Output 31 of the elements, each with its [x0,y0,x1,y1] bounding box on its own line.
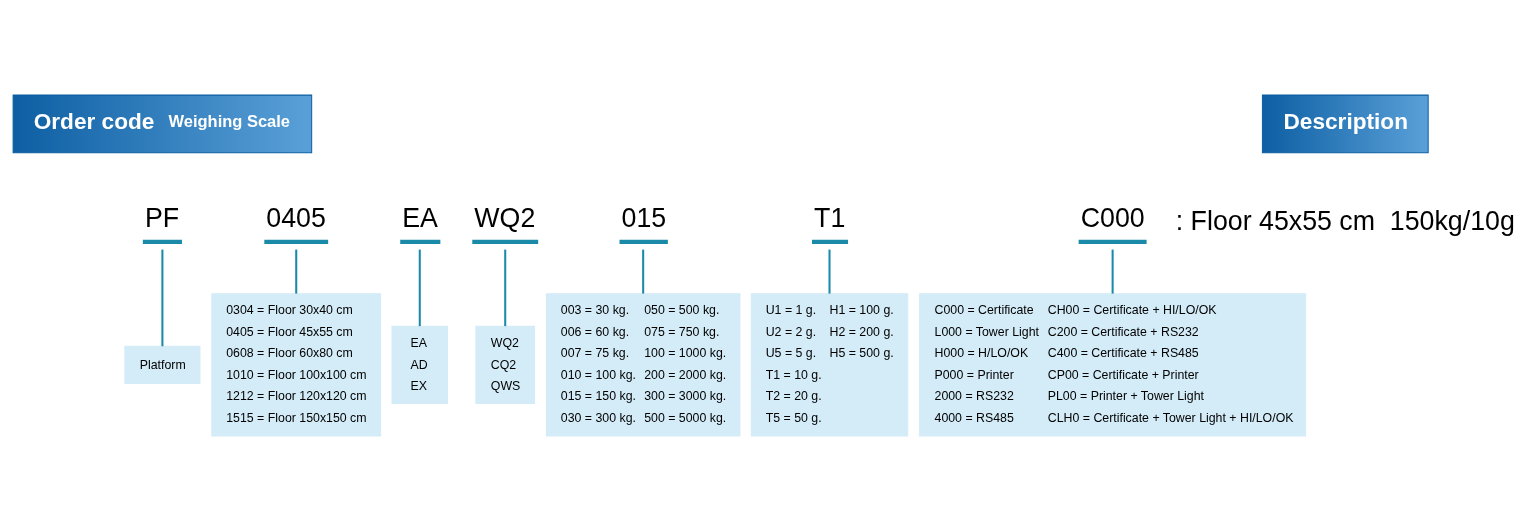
node-label: PF [144,203,180,234]
node-box: U1 = 1 g. H1 = 100 g. U2 = 2 g. H2 = 200 g. U5 = 5 g. H5 = 500 g. T1 = 10 g. T2 = 20 g. T5 = 50 g. [750,293,909,437]
node-label: 0405 [266,203,326,234]
node-label: T1 [814,203,846,234]
node-box: 0304 = Floor 30x40 cm 0405 = Floor 45x55 cm 0608 = Floor 60x80 cm 1010 = Floor 100x100 cm 1212 = Floor 120x120 cm 1515 = Floor 150x150 cm [211,293,382,437]
node-label: WQ2 [474,203,536,234]
node-box: WQ2 CQ2 QWS [475,325,536,404]
connector [642,249,645,294]
node-label: EA [402,203,438,234]
connector [1111,249,1114,294]
connector [295,249,298,294]
node-box: Description [1261,94,1429,154]
node-box [472,239,539,244]
connector [161,249,164,347]
connector [418,249,421,327]
node-label: C000 [1080,203,1145,234]
node-box: Order code Weighing Scale [12,94,313,154]
node-box [264,239,329,244]
connector [828,249,831,294]
node-box: 003 = 30 kg. 050 = 500 kg. 006 = 60 kg. 075 = 750 kg. 007 = 75 kg. 100 = 1000 kg. 010 = 100 kg. 200 = 2000 kg. 015 = 150 kg. 300 = 3000 kg. 030 = 300 kg. 500 = 5000 kg. [545,293,741,437]
label: : Floor 45x55 cm 150kg/10g [1175,205,1515,236]
node-box [619,239,668,244]
node-box [812,239,849,244]
node-box: EA AD EX [391,325,449,404]
node-box: Platform [124,345,201,384]
node-box [400,239,441,244]
node-box: C000 = Certificate CH00 = Certificate + HI/LO/OK L000 = Tower Light C200 = Certificate + RS232 H000 = H/LO/OK C400 = Certificate + RS485 P000 = Printer CP00 = Certificate + Printer 2000 = RS232 PL00 = Printer + Tower Light 4000 = RS485 CLH0 = Certificate + Tower Light + HI/LO/OK [919,293,1307,437]
connector [504,249,507,327]
node-label: 015 [621,203,667,234]
node-box [142,239,182,244]
node-box [1078,239,1147,244]
